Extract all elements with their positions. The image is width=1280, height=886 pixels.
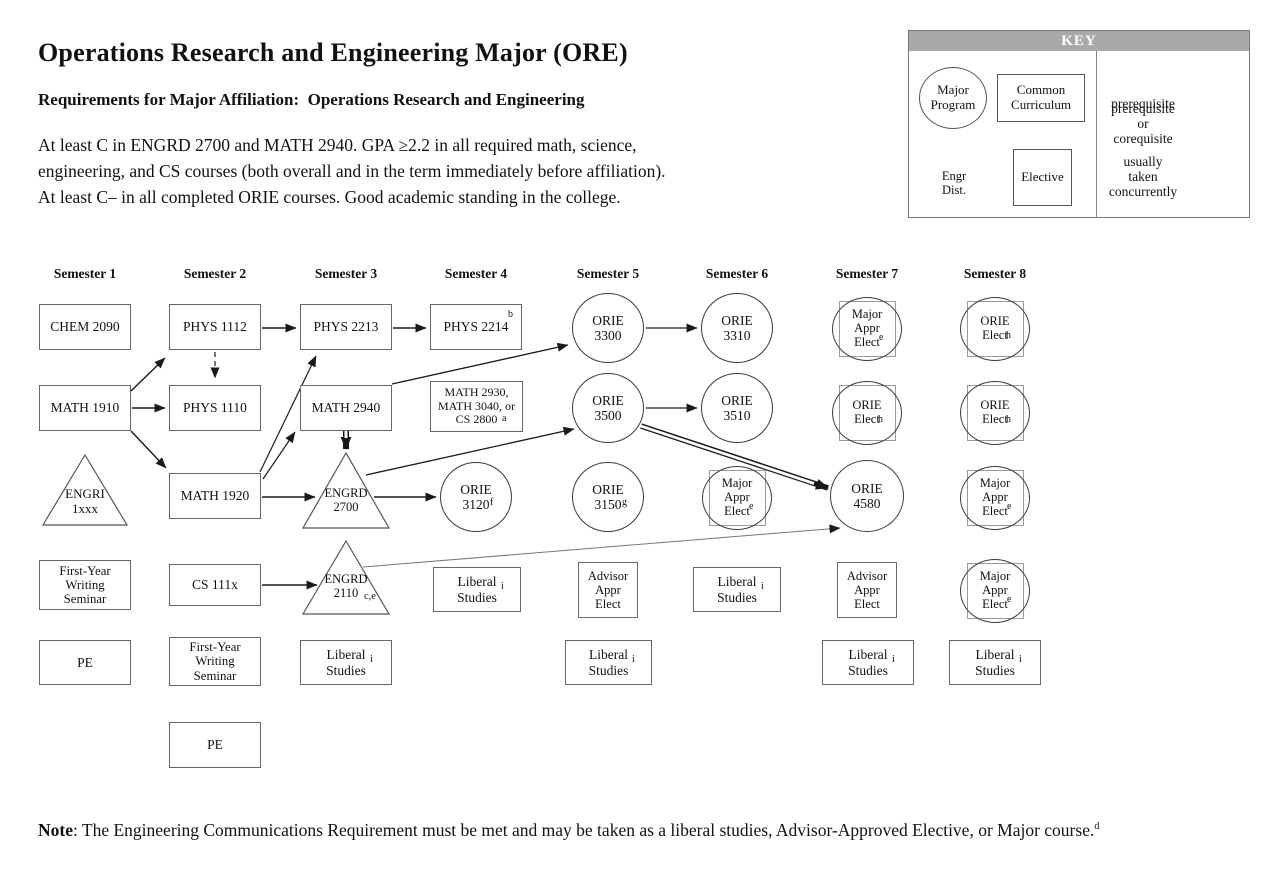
node-orie-3500: ORIE 3500 xyxy=(572,373,644,443)
footnote-superscript: d xyxy=(1094,821,1100,833)
footnote-prefix: Note xyxy=(38,820,73,840)
node-engrd-2700: ENGRD 2700 xyxy=(324,486,368,515)
node-orie-3310: ORIE 3310 xyxy=(701,293,773,363)
node-orie-4580: ORIE 4580 xyxy=(830,460,904,532)
semester-2-header: Semester 2 xyxy=(183,266,247,281)
node-first-year-writing-seminar-s1: First-Year Writing Seminar xyxy=(39,560,131,610)
node-math-1910: MATH 1910 xyxy=(39,385,131,431)
key-major-program-circle: Major Program xyxy=(919,67,987,129)
semester-3-header: Semester 3 xyxy=(314,266,378,281)
node-phys-1110: PHYS 1110 xyxy=(169,385,261,431)
key-coreq-label: prerequisite or corequisite xyxy=(1111,101,1175,146)
node-orie-3300: ORIE 3300 xyxy=(572,293,644,363)
arrow-math1920-math2940 xyxy=(262,431,296,480)
semester-7-header: Semester 7 xyxy=(835,266,899,281)
semester-5-header: Semester 5 xyxy=(576,266,640,281)
node-pe-s1: PE xyxy=(39,640,131,685)
node-math-1920: MATH 1920 xyxy=(169,473,261,519)
key-engr-dist-label: Engr Dist. xyxy=(941,169,967,198)
key-legend: KEY Major Program Common Curriculum Engr… xyxy=(908,30,1250,218)
key-prerequisite-label: prerequisite xyxy=(1111,96,1175,111)
semester-6-header: Semester 6 xyxy=(705,266,769,281)
node-advisor-appr-elect-s5: Advisor Appr Elect xyxy=(578,562,638,618)
key-elective-label: Elective xyxy=(1021,169,1064,185)
page-title: Operations Research and Engineering Majo… xyxy=(38,38,628,67)
footnote-text: : The Engineering Communications Require… xyxy=(72,820,1095,840)
arrow-math2940-orie3300 xyxy=(391,342,569,385)
semester-1-header: Semester 1 xyxy=(53,266,117,281)
node-phys-2213: PHYS 2213 xyxy=(300,304,392,350)
semester-4-header: Semester 4 xyxy=(444,266,508,281)
key-title: KEY xyxy=(909,31,1249,51)
node-engri-1xxx: ENGRI 1xxx xyxy=(65,486,105,516)
node-math-2940: MATH 2940 xyxy=(300,385,392,431)
node-first-year-writing-seminar-s2: First-Year Writing Seminar xyxy=(169,637,261,686)
arrow-math1910-phys1112 xyxy=(130,357,166,392)
key-elective-rect: Elective xyxy=(1013,149,1072,206)
key-concurrent-label: usually taken concurrently xyxy=(1108,154,1178,199)
node-advisor-appr-elect-s7: Advisor Appr Elect xyxy=(837,562,897,618)
node-chem-2090: CHEM 2090 xyxy=(39,304,131,350)
semester-8-header: Semester 8 xyxy=(963,266,1027,281)
affiliation-subtitle: Requirements for Major Affiliation: Oper… xyxy=(38,90,585,109)
key-common-curriculum-rect: Common Curriculum xyxy=(997,74,1085,122)
footnote: Note: The Engineering Communications Req… xyxy=(38,820,1099,841)
node-pe-s2: PE xyxy=(169,722,261,768)
node-orie-3510: ORIE 3510 xyxy=(701,373,773,443)
affiliation-requirements-text: At least C in ENGRD 2700 and MATH 2940. … xyxy=(38,135,666,207)
node-phys-1112: PHYS 1112 xyxy=(169,304,261,350)
arrow-math1910-math1920 xyxy=(130,430,167,469)
node-cs-111x: CS 111x xyxy=(169,564,261,606)
key-major-program-label: Major Program xyxy=(930,82,976,112)
key-common-curriculum-label: Common Curriculum xyxy=(1011,82,1071,112)
key-divider xyxy=(1096,51,1097,218)
